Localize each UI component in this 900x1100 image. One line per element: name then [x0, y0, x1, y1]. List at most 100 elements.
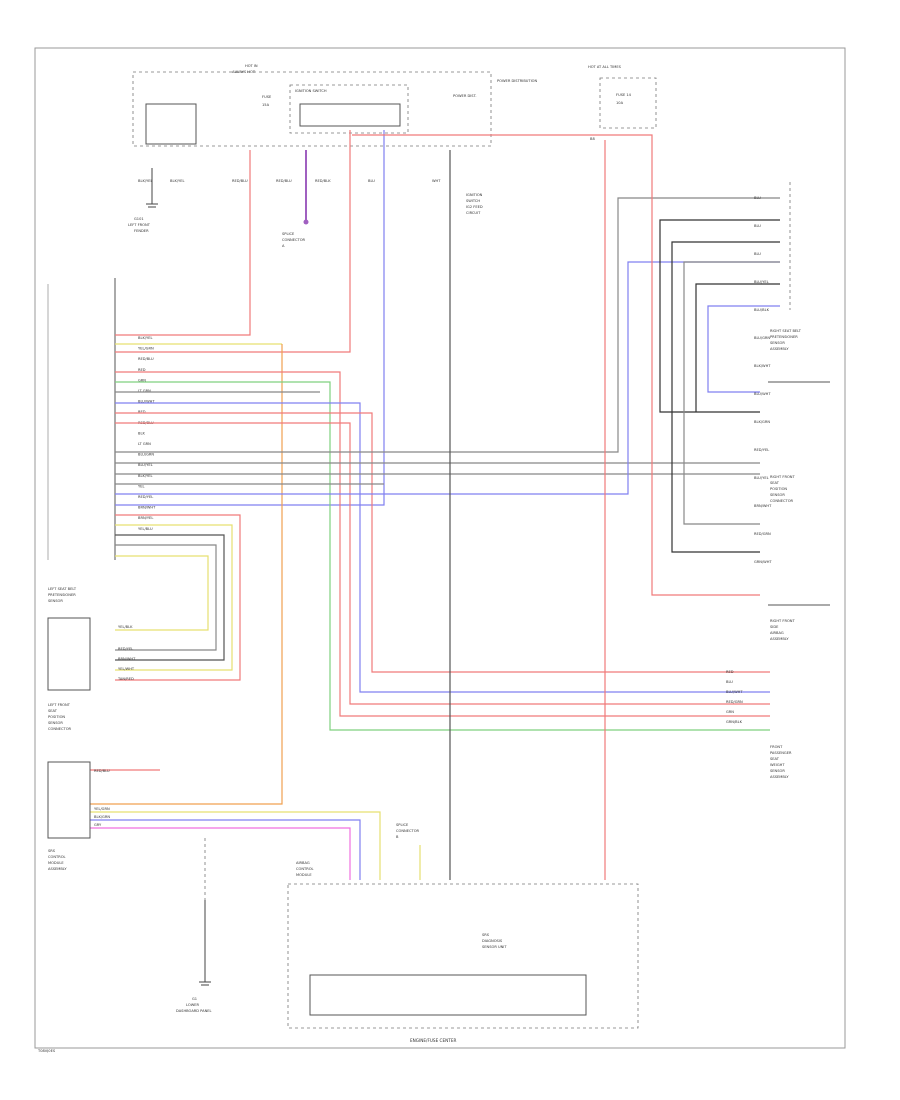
llc-pin-1: RED/BLU: [94, 769, 110, 773]
right-wire-label: BLU/WHT: [754, 392, 771, 396]
right-wire-label: BLU: [754, 224, 761, 228]
bottom-sub-2: DIAGNOSIS: [482, 939, 503, 943]
splice-note-b: SPLICE CONNECTOR B: [396, 823, 420, 839]
rc4-line-2: PASSENGER: [770, 751, 792, 755]
right-wire-label: BLU/GRN: [754, 336, 770, 340]
rc4-line-5: SENSOR: [770, 769, 785, 773]
top-right-fuse-amps: 10A: [616, 101, 624, 105]
rc4-line-6: ASSEMBLY: [770, 775, 789, 779]
wire-blue-4: [707, 305, 780, 393]
left-wire-label: BRN/WHT: [138, 506, 156, 510]
wire-yellow-3: [115, 555, 209, 631]
wire-yellow-2: [115, 524, 233, 671]
left-wire-label: YEL/GRN: [138, 347, 154, 351]
lower-right-wire-label: RED/GRN: [726, 700, 743, 704]
right-wire-label: BLU: [754, 196, 761, 200]
rc2-line-4: SENSOR: [770, 493, 785, 497]
lc2-line-5: CONNECTOR: [48, 727, 72, 731]
lower-right-wire-label: BLU: [726, 680, 733, 684]
ground2-line-3: DASHBOARD PANEL: [176, 1009, 212, 1013]
rc3-line-2: SIDE: [770, 625, 779, 629]
left-wire-label: BLK/YEL: [138, 474, 153, 478]
rc4-line-4: WEIGHT: [770, 763, 785, 767]
splice-b-line-2: CONNECTOR: [396, 829, 420, 833]
right-wire-label: BLU: [754, 252, 761, 256]
splice-a-line-3: A: [282, 244, 285, 248]
ground-symbol-bottom: G1 LOWER DASHBOARD PANEL: [176, 838, 212, 1013]
rc4-line-3: SEAT: [770, 757, 780, 761]
lc2-line-4: SENSOR: [48, 721, 63, 725]
lc2-line-2: SEAT: [48, 709, 58, 713]
rc1-line-1: RIGHT SEAT BELT: [770, 329, 802, 333]
splice-note-a: SPLICE CONNECTOR A: [282, 150, 309, 248]
left-wire-label: BLK: [138, 431, 145, 435]
rc2-line-5: CONNECTOR: [770, 499, 794, 503]
ground2-line-2: LOWER: [186, 1003, 200, 1007]
left-wire-label: YEL/BLU: [138, 527, 153, 531]
right-wire-labels: BLUBLUBLUBLU/YELBLU/BLKBLU/GRNBLK/WHTBLU…: [754, 196, 772, 564]
rc2-line-2: SEAT: [770, 481, 780, 485]
left-wire-label: LT GRN: [138, 389, 151, 393]
right-wire-label: GRN/WHT: [754, 560, 772, 564]
ign-note-line-1: IGNITION: [466, 193, 483, 197]
llc-pin-2: YEL/GRN: [94, 807, 110, 811]
left-wire-label: RED: [138, 368, 146, 372]
llc-pin-4: GRY: [94, 823, 102, 827]
rc1-line-2: PRETENSIONER: [770, 335, 798, 339]
lc1-line-1: LEFT SEAT BELT: [48, 587, 77, 591]
wire-dark-5: [695, 283, 780, 412]
lower-left-pin-labels: RED/BLU YEL/GRN BLK/GRN GRY: [94, 769, 110, 827]
ignition-switch-box: IGNITION SWITCH POWER DIST. POWER DISTRI…: [289, 79, 537, 134]
top-wire-label-5: RED/BLK: [315, 179, 331, 183]
left-wire-label: LT GRN: [138, 442, 151, 446]
power-dist-note: POWER DISTRIBUTION: [497, 79, 537, 83]
rc4-line-1: FRONT: [770, 745, 783, 749]
splice-b-line-3: B: [396, 835, 399, 839]
ignition-switch-title: IGNITION SWITCH: [295, 89, 327, 93]
lc1-pin-3: BRN/WHT: [118, 657, 136, 661]
wire-blue-5: [90, 819, 361, 880]
lc1-pin-2: RED/YEL: [118, 647, 133, 651]
right-wire-label: BLK/GRN: [754, 420, 770, 424]
top-right-title: HOT AT ALL TIMES: [588, 65, 622, 69]
ground-label-line-2: LEFT FRONT: [128, 223, 151, 227]
left-connector-1-pins: YEL/BLK RED/YEL BRN/WHT YEL/WHT TAN/RED: [117, 625, 136, 681]
lc2-line-3: POSITION: [48, 715, 65, 719]
rc3-line-1: RIGHT FRONT: [770, 619, 795, 623]
left-connector-2: LEFT FRONT SEAT POSITION SENSOR CONNECTO…: [48, 703, 72, 731]
wire-red-6: [115, 514, 241, 681]
llc-line-4: ASSEMBLY: [48, 867, 67, 871]
lc1-pin-4: YEL/WHT: [118, 667, 135, 671]
ign-note-line-4: CIRCUIT: [466, 211, 481, 215]
wire-red-5: [115, 422, 770, 705]
rc3-line-4: ASSEMBLY: [770, 637, 789, 641]
right-wire-label: BLK/WHT: [754, 364, 771, 368]
right-connector-1: RIGHT SEAT BELT PRETENSIONER SENSOR ASSE…: [770, 182, 802, 351]
left-wire-label: BLU/YEL: [138, 463, 153, 467]
wire-orange-1: [90, 344, 283, 805]
wire-dark-1: [115, 534, 225, 661]
rc2-line-3: POSITION: [770, 487, 787, 491]
lc1-pin-5: TAN/RED: [117, 677, 134, 681]
right-connector-2: RIGHT FRONT SEAT POSITION SENSOR CONNECT…: [768, 381, 830, 503]
top-wire-label-7: WHT: [432, 179, 441, 183]
wire-pink-1: [90, 827, 351, 880]
rc1-line-4: ASSEMBLY: [770, 347, 789, 351]
wire-red-3: [115, 371, 770, 717]
wire-gray-7: [683, 261, 780, 525]
left-wire-label: GRN: [138, 378, 146, 382]
left-wire-label: BLK/YEL: [138, 336, 153, 340]
lower-right-wire-label: GRN: [726, 710, 734, 714]
right-wire-label: BRN/WHT: [754, 504, 772, 508]
ground-label-line-3: FENDER: [134, 229, 149, 233]
left-connector-1: LEFT SEAT BELT PRETENSIONER SENSOR: [47, 587, 91, 691]
lc2-line-1: LEFT FRONT: [48, 703, 71, 707]
bottom-title-1: AIRBAG: [296, 861, 310, 865]
lc1-line-2: PRETENSIONER: [48, 593, 76, 597]
left-wire-label: YEL: [138, 484, 144, 488]
wire-blue-1: [115, 130, 385, 506]
top-wire-labels: BLK/YEL BLK/YEL RED/BLU RED/BLU RED/BLK …: [138, 179, 441, 183]
bottom-sub-1: SRS: [482, 933, 490, 937]
top-wire-label-3: RED/BLU: [232, 179, 248, 183]
